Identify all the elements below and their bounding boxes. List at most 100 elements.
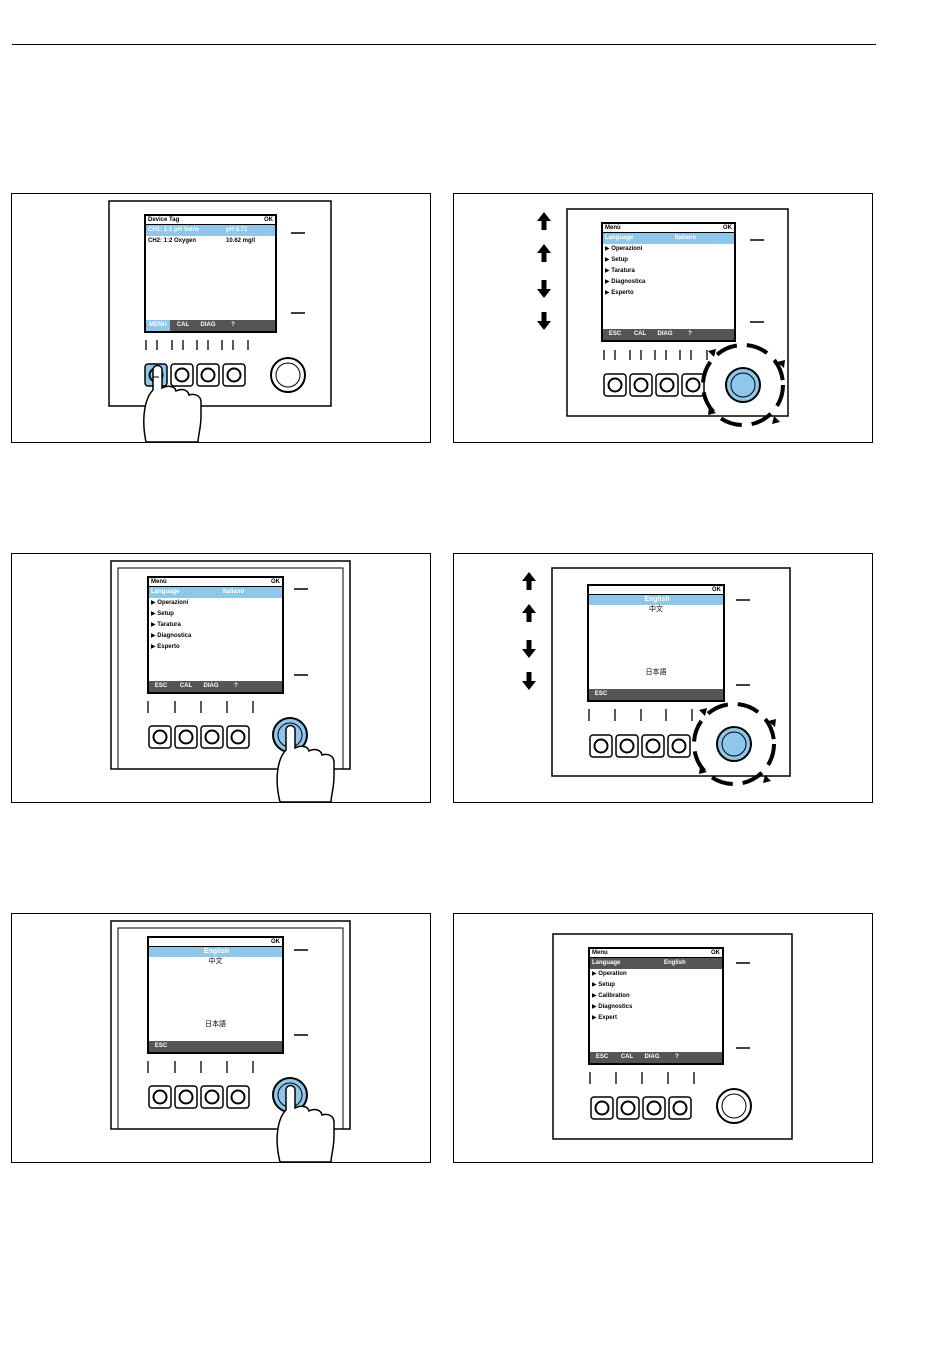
softkey-bar: ESC CAL DIAG ?: [149, 681, 282, 692]
arrow-up-icon: [522, 572, 536, 590]
softkey-esc[interactable]: ESC: [594, 691, 608, 697]
arrow-down-icon: [537, 312, 551, 330]
softkey-empty: [639, 689, 663, 700]
language-row[interactable]: Language English: [590, 958, 722, 969]
lcd-title: Device Tag: [148, 217, 180, 223]
softkey-help[interactable]: ?: [231, 322, 235, 328]
language-row[interactable]: Language Italiano: [149, 587, 282, 598]
language-option[interactable]: 中文: [208, 958, 223, 965]
softkey-bar: ESC CAL DIAG ?: [590, 1052, 722, 1063]
menu-item[interactable]: ▶ Esperto: [151, 644, 180, 650]
menu-item[interactable]: ▶ Setup: [605, 257, 628, 263]
softkey-brackets: [603, 350, 708, 360]
softkey-diag[interactable]: DIAG: [203, 683, 219, 689]
menu-item[interactable]: ▶ Diagnostica: [151, 633, 192, 639]
menu-item[interactable]: ▶ Expert: [592, 1015, 617, 1021]
softkey-empty: [199, 1041, 223, 1052]
menu-item[interactable]: ▶ Operation: [592, 971, 627, 977]
lcd-title: Menù: [605, 225, 621, 231]
menu-item[interactable]: ▶ Esperto: [605, 290, 634, 296]
softkey-help[interactable]: ?: [688, 331, 692, 337]
softkey-brackets: [147, 1061, 254, 1073]
lcd-header: Menù OK: [603, 224, 734, 233]
step-panel-1: Device Tag OK CH1: 1:1 pH Vetro pH 3.71 …: [11, 193, 431, 443]
lcd-header: OK: [149, 938, 282, 947]
language-row[interactable]: Language Italiano: [603, 233, 734, 244]
step-panel-5: OK English 中文 日本語 ESC: [11, 913, 431, 1163]
status-ok: OK: [711, 950, 720, 956]
menu-item[interactable]: ▶ Setup: [151, 611, 174, 617]
softkey-buttons: [148, 1085, 250, 1109]
arrow-down-icon: [522, 640, 536, 658]
lcd-title: Menù: [151, 579, 167, 585]
softkey-esc[interactable]: ESC: [154, 683, 168, 689]
menu-item[interactable]: ▶ Calibration: [592, 993, 630, 999]
softkey-diag[interactable]: DIAG: [644, 1054, 660, 1060]
softkey-empty: [246, 320, 275, 331]
softkey-empty: [689, 689, 723, 700]
scroll-arrows-icon: [522, 572, 536, 690]
lcd-screen-5: OK English 中文 日本語 ESC: [147, 936, 284, 1054]
menu-item[interactable]: ▶ Taratura: [605, 268, 635, 274]
softkey-diag[interactable]: DIAG: [657, 331, 673, 337]
lcd-screen-1: Device Tag OK CH1: 1:1 pH Vetro pH 3.71 …: [144, 214, 277, 333]
softkey-bar: MENU CAL DIAG ?: [146, 320, 275, 331]
language-option[interactable]: 中文: [649, 606, 663, 613]
softkey-cal[interactable]: CAL: [620, 1054, 634, 1060]
softkey-esc[interactable]: ESC: [595, 1054, 609, 1060]
language-option-selected[interactable]: English: [149, 947, 282, 957]
status-ok: OK: [723, 225, 732, 231]
menu-item[interactable]: ▶ Taratura: [151, 622, 181, 628]
softkey-help[interactable]: ?: [675, 1054, 679, 1060]
pressing-finger-icon: [276, 1084, 335, 1162]
lcd-header: Menu OK: [590, 949, 722, 958]
softkey-buttons: [603, 373, 705, 397]
menu-item[interactable]: ▶ Operazioni: [605, 246, 643, 252]
softkey-empty: [174, 1041, 198, 1052]
softkey-brackets: [145, 340, 249, 350]
softkey-buttons: [590, 1096, 692, 1120]
lcd-header: Device Tag OK: [146, 216, 275, 225]
lcd-screen-6: Menu OK Language English ▶ Operation ▶ S…: [588, 947, 724, 1065]
step-panel-2: Menù OK Language Italiano ▶ Operazioni ▶…: [453, 193, 873, 443]
status-ok: OK: [271, 939, 280, 945]
lcd-header: Menù OK: [149, 578, 282, 587]
header-rule: [12, 44, 876, 45]
softkey-help[interactable]: ?: [234, 683, 238, 689]
lcd-screen-4: OK English 中文 日本語 ESC: [587, 584, 725, 702]
arrow-up-icon: [537, 244, 551, 262]
step-panel-3: Menù OK Language Italiano ▶ Operazioni ▶…: [11, 553, 431, 803]
softkey-menu[interactable]: MENU: [146, 320, 170, 331]
softkey-esc[interactable]: ESC: [608, 331, 622, 337]
language-option[interactable]: 日本語: [205, 1021, 226, 1028]
menu-item[interactable]: ▶ Operazioni: [151, 600, 189, 606]
lcd-header: OK: [589, 586, 723, 595]
softkey-buttons: [589, 734, 691, 758]
softkey-empty: [249, 681, 282, 692]
softkey-empty: [703, 329, 734, 340]
softkey-empty: [690, 1052, 722, 1063]
softkey-esc[interactable]: ESC: [154, 1043, 168, 1049]
channel-row-1: CH1: 1:1 pH Vetro pH 3.71: [146, 225, 275, 236]
status-ok: OK: [712, 587, 721, 593]
softkey-empty: [249, 1041, 282, 1052]
arrow-down-icon: [522, 672, 536, 690]
lcd-screen-2: Menù OK Language Italiano ▶ Operazioni ▶…: [601, 222, 736, 342]
menu-item[interactable]: ▶ Setup: [592, 982, 615, 988]
softkey-brackets: [147, 701, 254, 713]
softkey-cal[interactable]: CAL: [179, 683, 193, 689]
language-option-selected[interactable]: English: [589, 595, 723, 605]
softkey-cal[interactable]: CAL: [633, 331, 647, 337]
softkey-diag[interactable]: DIAG: [200, 322, 216, 328]
menu-item[interactable]: ▶ Diagnostica: [605, 279, 646, 285]
menu-item[interactable]: ▶ Diagnostics: [592, 1004, 633, 1010]
softkey-bar: ESC: [149, 1041, 282, 1052]
language-option[interactable]: 日本語: [645, 669, 667, 676]
rotate-knob-icon: [701, 343, 785, 427]
softkey-buttons: [148, 725, 250, 749]
softkey-empty: [614, 689, 638, 700]
arrow-up-icon: [537, 212, 551, 230]
lcd-title: Menu: [592, 950, 608, 956]
softkey-cal[interactable]: CAL: [176, 322, 190, 328]
softkey-bar: ESC CAL DIAG ?: [603, 329, 734, 340]
